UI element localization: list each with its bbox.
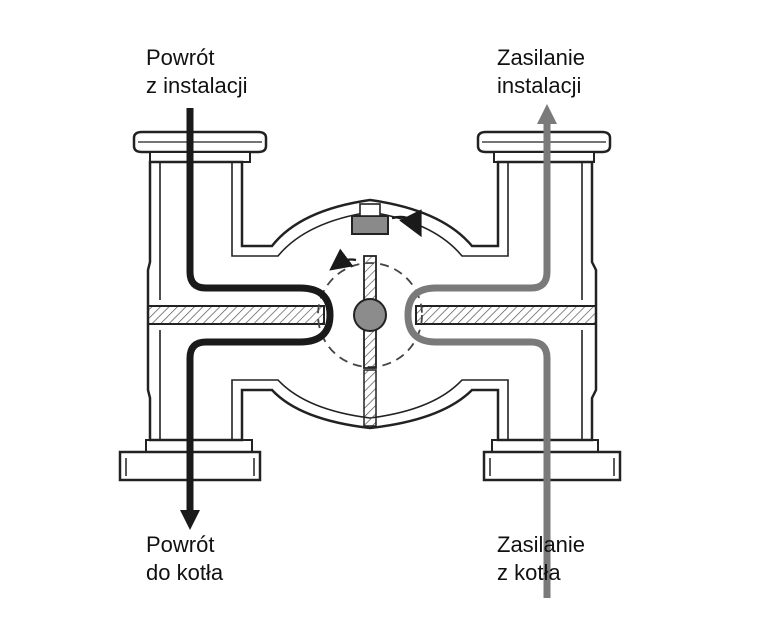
label-line: instalacji (497, 73, 582, 98)
partition-right (415, 305, 597, 325)
partition-vertical (363, 369, 377, 427)
label-line: z instalacji (146, 73, 248, 98)
spindle-head (351, 215, 389, 235)
flange-bottom-right (482, 439, 622, 482)
label-supply-from-boiler: Zasilanie z kotła (497, 531, 585, 587)
label-line: Powrót (146, 532, 215, 557)
rotation-arrow-top (391, 209, 422, 238)
flange-top-left (132, 130, 268, 163)
label-line: Powrót (146, 45, 215, 70)
label-line: do kotła (146, 560, 224, 585)
rotation-arrow-rotor (329, 248, 357, 271)
label-line: Zasilanie (497, 532, 586, 557)
label-line: Zasilanie (497, 45, 586, 70)
partition-left (147, 305, 325, 325)
rotor-disc (353, 298, 387, 332)
return-flow-path (186, 108, 334, 518)
return-flow-arrowhead (180, 510, 200, 530)
spindle-neck (359, 203, 381, 217)
label-return-from-installation: Powrót z instalacji (146, 44, 247, 100)
supply-flow-path (404, 120, 551, 598)
label-return-to-boiler: Powrót do kotła (146, 531, 223, 587)
supply-flow-arrowhead (537, 104, 557, 124)
label-supply-to-installation: Zasilanie instalacji (497, 44, 585, 100)
label-line: z kotła (497, 560, 561, 585)
